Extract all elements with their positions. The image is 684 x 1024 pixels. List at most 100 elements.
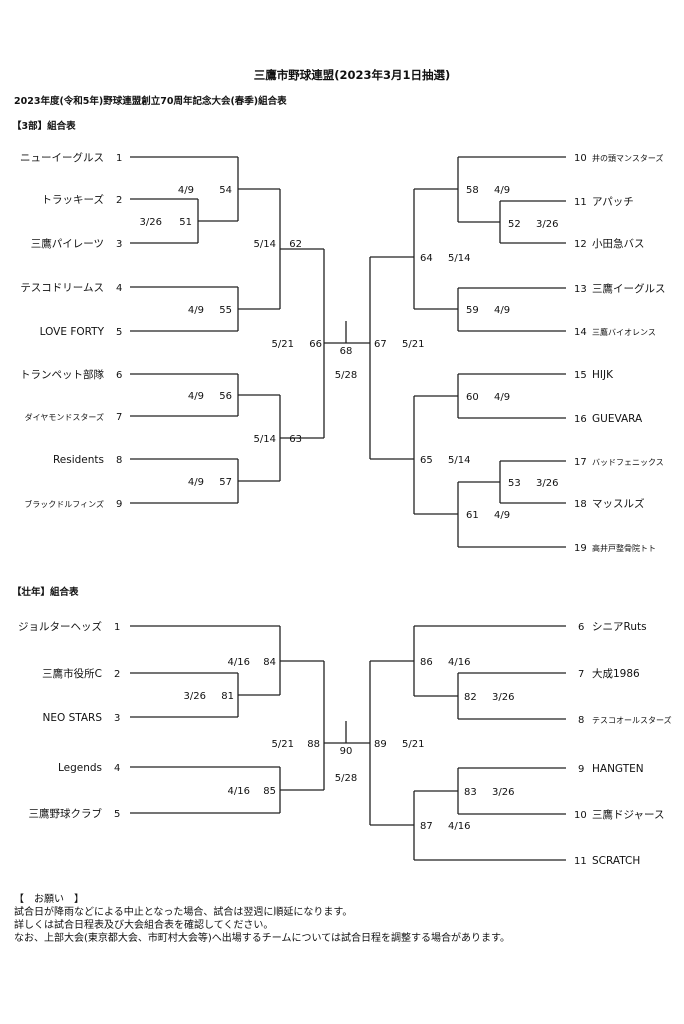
team-name: ニューイーグルス — [20, 151, 104, 164]
section2-left-game-labels: 4/16 84 3/26 81 5/21 88 4/16 85 90 5/28 — [184, 657, 358, 797]
notes-line: 詳しくは試合日程表及び大会組合表を確認してください。 — [14, 920, 274, 931]
game-number: 54 — [219, 185, 232, 196]
team-name: 井の頭マンスターズ — [592, 153, 663, 163]
team-number: 4 — [114, 763, 120, 774]
game-number: 86 — [420, 657, 433, 668]
team-number: 19 — [574, 543, 587, 554]
team-name: HIJK — [592, 369, 614, 381]
game-number: 83 — [464, 787, 477, 798]
team-number: 6 — [578, 622, 584, 633]
section2-left-bracket-lines — [130, 625, 370, 814]
game-date: 3/26 — [536, 219, 558, 230]
team-name: ダイヤモンドスターズ — [25, 412, 104, 422]
section1-left-game-labels: 4/9 54 3/26 51 5/14 62 4/9 55 5/21 66 4/… — [140, 185, 358, 488]
team-number: 11 — [574, 197, 587, 208]
notes-line: 試合日が降雨などによる中止となった場合、試合は翌週に順延になります。 — [14, 907, 353, 918]
final-game-date: 5/28 — [335, 370, 357, 381]
team-name: 高井戸整骨院トト — [592, 543, 656, 553]
team-number: 7 — [578, 669, 584, 680]
team-number: 8 — [578, 715, 584, 726]
game-number: 87 — [420, 821, 433, 832]
game-date: 5/14 — [254, 239, 276, 250]
game-date: 5/21 — [402, 739, 424, 750]
document-title: 三鷹市野球連盟(2023年3月1日抽選) — [254, 68, 451, 82]
section2-right-game-labels: 86 4/16 82 3/26 89 5/21 83 3/26 87 4/16 — [374, 657, 514, 832]
team-name: 三鷹パイレーツ — [31, 237, 104, 250]
game-date: 5/21 — [272, 739, 294, 750]
team-name: シニアRuts — [592, 621, 647, 633]
team-number: 6 — [116, 370, 122, 381]
team-number: 5 — [114, 809, 120, 820]
team-name: 大成1986 — [592, 667, 640, 680]
team-number: 2 — [116, 195, 122, 206]
team-number: 18 — [574, 499, 587, 510]
game-date: 4/16 — [228, 786, 250, 797]
game-date: 3/26 — [140, 217, 162, 228]
team-name: Residents — [53, 454, 104, 466]
game-date: 4/16 — [448, 821, 470, 832]
game-date: 3/26 — [184, 691, 206, 702]
game-date: 4/9 — [494, 510, 510, 521]
team-number: 9 — [578, 764, 584, 775]
team-number: 2 — [114, 669, 120, 680]
team-name: 三鷹野球クラブ — [29, 807, 103, 820]
game-number: 56 — [219, 391, 232, 402]
game-date: 5/14 — [448, 253, 470, 264]
team-name: 三鷹ドジャース — [592, 808, 664, 821]
section-sonen-label: 【壮年】組合表 — [12, 586, 79, 598]
team-name: アパッチ — [592, 196, 634, 208]
team-number: 7 — [116, 412, 122, 423]
game-number: 63 — [289, 434, 302, 445]
game-number: 51 — [179, 217, 192, 228]
team-name: 三鷹市役所C — [42, 667, 102, 680]
section1-right-teams: 10 井の頭マンスターズ 11 アパッチ 12 小田急バス 13 三鷹イーグルス… — [574, 153, 666, 554]
game-date: 4/9 — [494, 392, 510, 403]
game-date: 3/26 — [492, 787, 514, 798]
team-number: 5 — [116, 327, 122, 338]
game-number: 64 — [420, 253, 433, 264]
team-name: 小田急バス — [592, 237, 645, 250]
game-number: 57 — [219, 477, 232, 488]
section1-left-bracket-lines — [130, 156, 370, 504]
game-date: 4/9 — [188, 305, 204, 316]
game-date: 4/9 — [494, 185, 510, 196]
team-name: 三鷹バイオレンス — [592, 327, 656, 337]
notes-heading: 【 お願い 】 — [14, 894, 84, 905]
game-number: 60 — [466, 392, 479, 403]
game-number: 59 — [466, 305, 479, 316]
game-number: 53 — [508, 478, 521, 489]
team-number: 4 — [116, 283, 122, 294]
team-number: 1 — [116, 153, 122, 164]
team-name: トラッキーズ — [42, 193, 104, 206]
game-date: 5/21 — [402, 339, 424, 350]
team-name: Legends — [58, 762, 102, 774]
document-subtitle: 2023年度(令和5年)野球連盟創立70周年記念大会(春季)組合表 — [14, 95, 287, 107]
section2-right-bracket-lines — [369, 625, 566, 861]
game-number: 61 — [466, 510, 479, 521]
team-name: マッスルズ — [592, 497, 645, 510]
team-number: 10 — [574, 810, 587, 821]
section2-left-teams: ジョルターヘッズ 1 三鷹市役所C 2 NEO STARS 3 Legends … — [18, 620, 120, 820]
team-name: ジョルターヘッズ — [18, 620, 102, 633]
team-name: テスコドリームス — [20, 282, 104, 294]
game-number: 67 — [374, 339, 387, 350]
game-number: 88 — [307, 739, 320, 750]
game-date: 5/14 — [448, 455, 470, 466]
team-name: NEO STARS — [43, 712, 103, 724]
game-number: 85 — [263, 786, 276, 797]
game-number: 81 — [221, 691, 234, 702]
team-number: 15 — [574, 370, 587, 381]
game-date: 3/26 — [536, 478, 558, 489]
game-number: 52 — [508, 219, 521, 230]
team-number: 9 — [116, 499, 122, 510]
section1-right-game-labels: 58 4/9 52 3/26 64 5/14 59 4/9 67 5/21 60… — [374, 185, 558, 521]
game-date: 3/26 — [492, 692, 514, 703]
game-date: 4/16 — [228, 657, 250, 668]
game-date: 4/9 — [188, 391, 204, 402]
game-number: 66 — [309, 339, 322, 350]
game-date: 4/16 — [448, 657, 470, 668]
game-number: 84 — [263, 657, 276, 668]
team-name: SCRATCH — [592, 855, 640, 867]
team-name: HANGTEN — [592, 763, 644, 775]
